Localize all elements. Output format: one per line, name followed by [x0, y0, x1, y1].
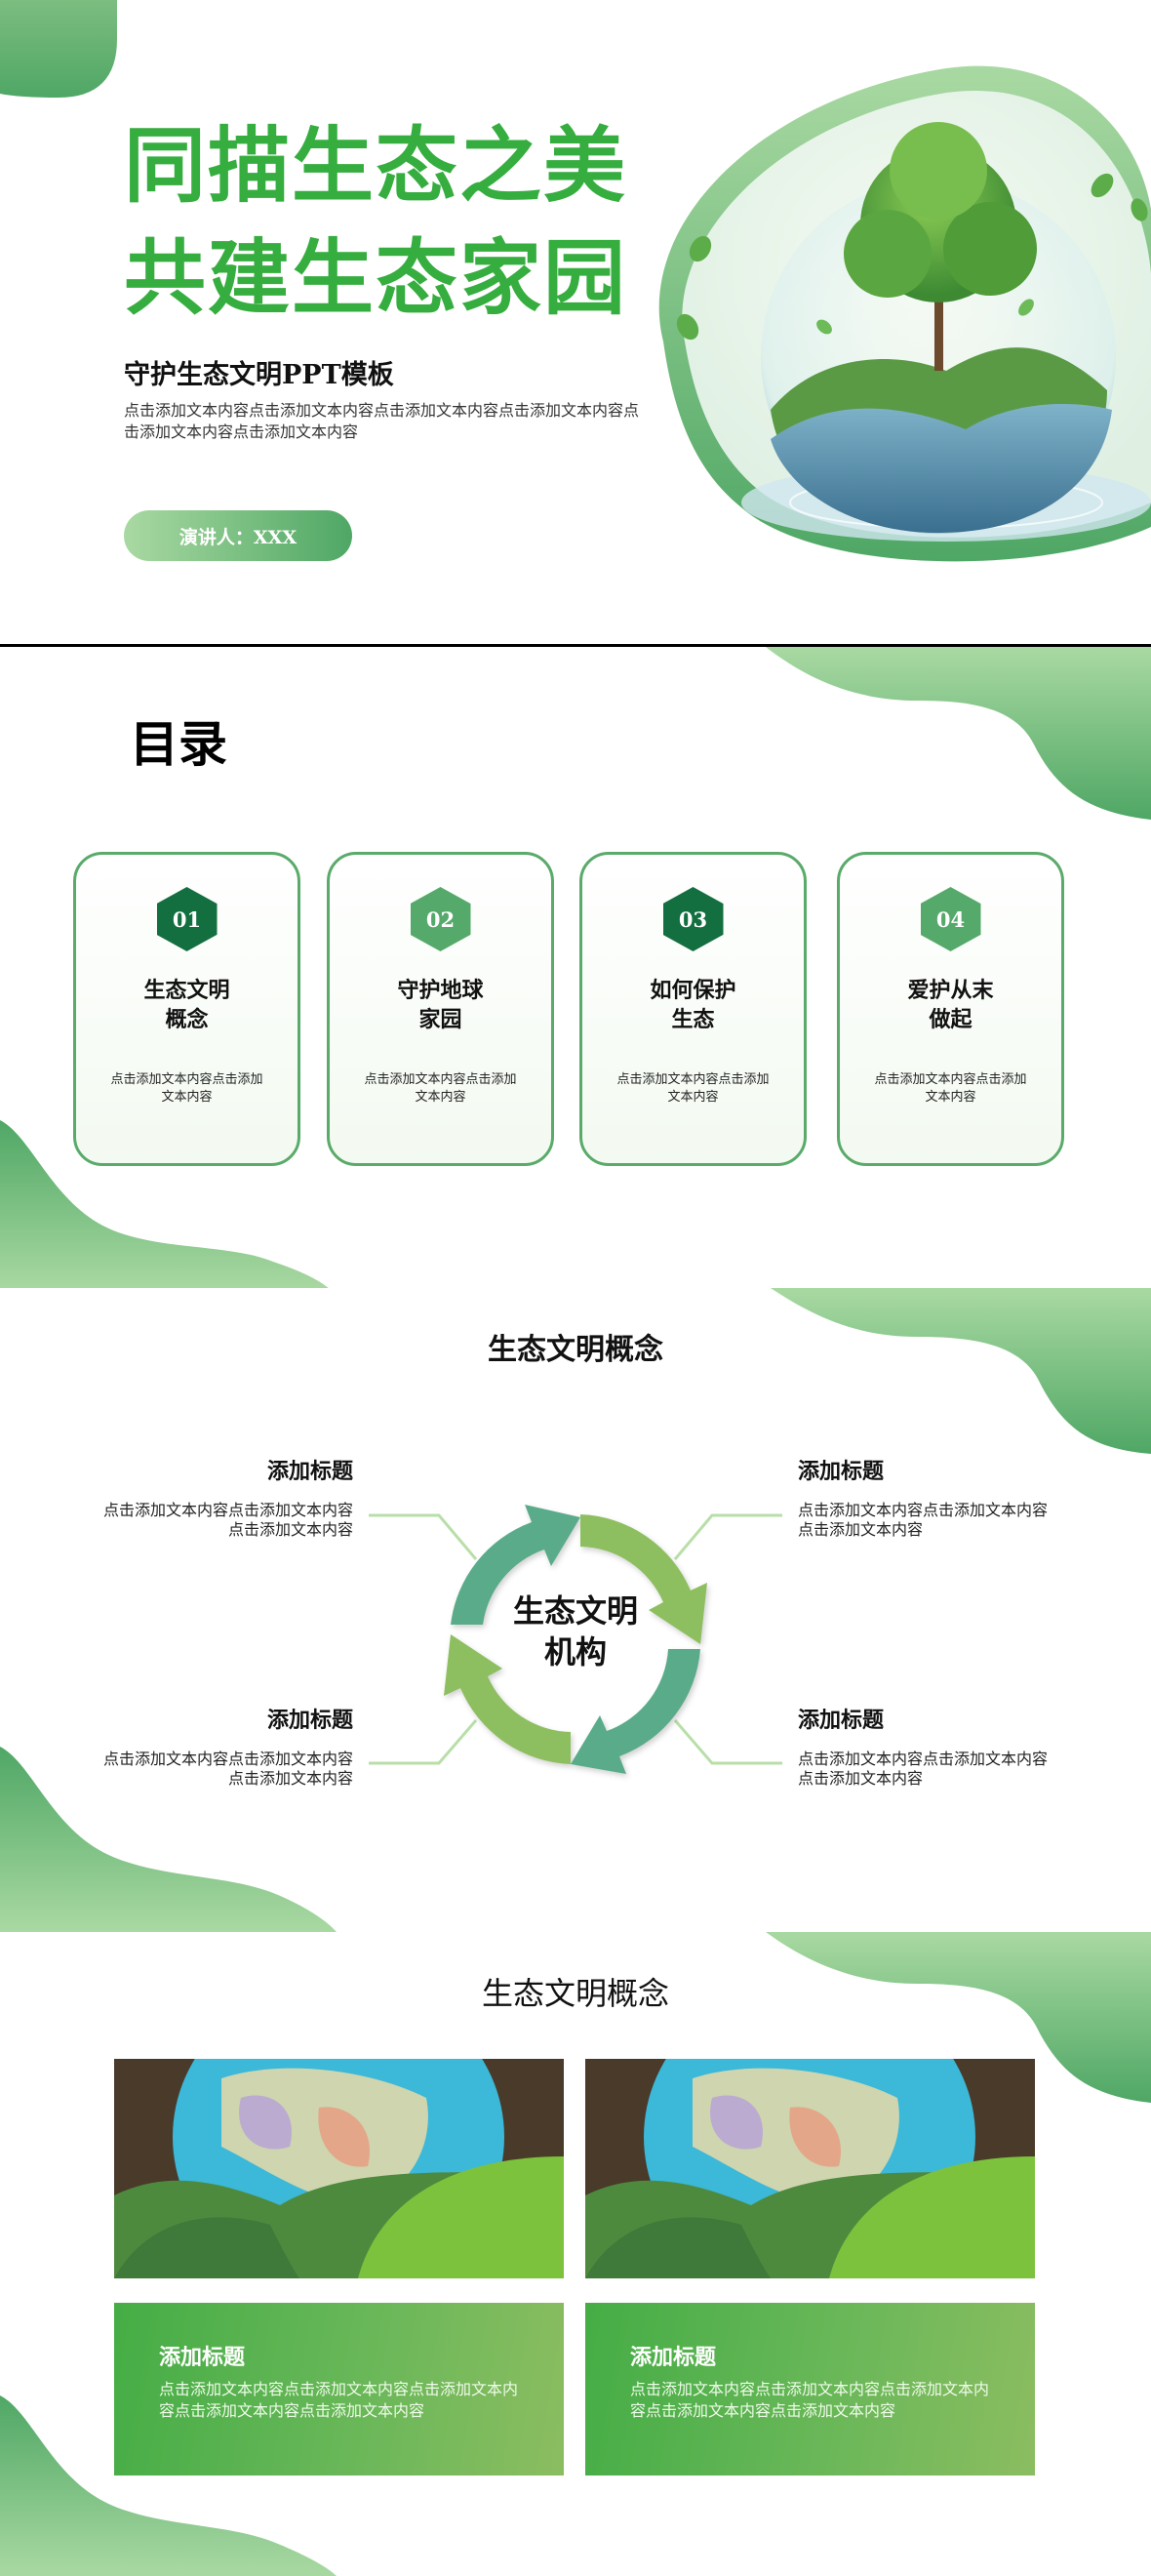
wave-blob-decoration — [0, 1288, 1151, 1932]
slide-table-of-contents: 目录 01 生态文明 概念 点击添加文本内容点击添加文本内容 02 守护地球 家… — [0, 644, 1151, 1288]
cycle-center-line2: 机构 — [543, 1633, 607, 1670]
point-heading-top-right: 添加标题 — [798, 1460, 885, 1484]
point-heading-top-left: 添加标题 — [266, 1460, 353, 1484]
toc-item-name: 守护地球 家园 — [330, 977, 551, 1035]
number-hexagon-badge: 01 — [156, 887, 218, 951]
point-body-top-right: 点击添加文本内容点击添加文本内容点击添加文本内容 — [798, 1501, 1049, 1539]
toc-item-name: 如何保护 生态 — [582, 977, 804, 1035]
point-body-bottom-left: 点击添加文本内容点击添加文本内容点击添加文本内容 — [102, 1750, 353, 1788]
number-hexagon-badge: 02 — [410, 887, 471, 951]
toc-title: 目录 — [130, 715, 227, 773]
toc-item-name-line1: 生态文明 — [143, 979, 230, 1003]
toc-item-name: 爱护从末 做起 — [840, 977, 1061, 1035]
toc-card-03[interactable]: 03 如何保护 生态 点击添加文本内容点击添加文本内容 — [579, 852, 807, 1166]
point-body-top-left: 点击添加文本内容点击添加文本内容点击添加文本内容 — [102, 1501, 353, 1539]
toc-card-04[interactable]: 04 爱护从末 做起 点击添加文本内容点击添加文本内容 — [837, 852, 1064, 1166]
cover-title-line2: 共建生态家园 — [124, 229, 628, 326]
globe-plants-photo-2 — [585, 2059, 1035, 2278]
point-heading-bottom-left: 添加标题 — [266, 1709, 353, 1733]
toc-card-02[interactable]: 02 守护地球 家园 点击添加文本内容点击添加文本内容 — [327, 852, 554, 1166]
toc-item-desc: 点击添加文本内容点击添加文本内容 — [874, 1072, 1027, 1105]
point-heading-bottom-right: 添加标题 — [798, 1709, 885, 1733]
cover-subtitle: 守护生态文明PPT模板 — [124, 360, 394, 390]
slide-title: 生态文明概念 — [488, 1333, 663, 1367]
cover-description: 点击添加文本内容点击添加文本内容点击添加文本内容点击添加文本内容点击添加文本内容… — [124, 401, 640, 441]
toc-item-name-line1: 如何保护 — [650, 979, 736, 1003]
cycle-center-line1: 生态文明 — [512, 1592, 638, 1630]
info-card-1: 添加标题 点击添加文本内容点击添加文本内容点击添加文本内容点击添加文本内容点击添… — [114, 2303, 564, 2475]
toc-item-name-line2: 生态 — [671, 1008, 715, 1032]
cover-title-line1: 同描生态之美 — [124, 117, 628, 214]
info-card-heading: 添加标题 — [159, 2346, 246, 2370]
number-hexagon-badge: 03 — [662, 887, 724, 951]
toc-item-name: 生态文明 概念 — [76, 977, 298, 1035]
toc-item-name-line2: 做起 — [929, 1008, 972, 1032]
wave-blob-decoration — [0, 647, 1151, 1288]
toc-item-name-line1: 爱护从末 — [907, 979, 994, 1003]
info-card-2: 添加标题 点击添加文本内容点击添加文本内容点击添加文本内容点击添加文本内容点击添… — [585, 2303, 1035, 2475]
slide-cycle-diagram: 生态文明概念 生态文明 机构 添加标题 点击添加文本内容点击添加文本内容点击添加… — [0, 1288, 1151, 1932]
corner-blob-decoration — [0, 0, 117, 98]
toc-item-name-line2: 概念 — [165, 1008, 209, 1032]
point-body-bottom-right: 点击添加文本内容点击添加文本内容点击添加文本内容 — [798, 1750, 1049, 1788]
connector-lines — [369, 1513, 782, 1765]
toc-item-desc: 点击添加文本内容点击添加文本内容 — [364, 1072, 517, 1105]
toc-item-name-line1: 守护地球 — [397, 979, 484, 1003]
wave-blob-decoration — [0, 1932, 1151, 2576]
slide-title: 生态文明概念 — [481, 1975, 669, 2012]
slide-photo-cards: 生态文明概念 添加标题 点击添加文本内容点击添加文本内容点击添加文本内容点击添加… — [0, 1932, 1151, 2576]
info-card-body: 点击添加文本内容点击添加文本内容点击添加文本内容点击添加文本内容点击添加文本内容 — [159, 2380, 519, 2420]
info-card-body: 点击添加文本内容点击添加文本内容点击添加文本内容点击添加文本内容点击添加文本内容 — [630, 2380, 990, 2420]
cycle-center-label: 生态文明 机构 — [478, 1590, 673, 1672]
number-hexagon-badge: 04 — [920, 887, 981, 951]
globe-plants-photo-1 — [114, 2059, 564, 2278]
info-card-heading: 添加标题 — [630, 2346, 717, 2370]
slide-cover: 同描生态之美 共建生态家园 守护生态文明PPT模板 点击添加文本内容点击添加文本… — [0, 0, 1151, 644]
cycle-arrows-diagram — [444, 1505, 707, 1774]
toc-item-desc: 点击添加文本内容点击添加文本内容 — [616, 1072, 770, 1105]
toc-item-desc: 点击添加文本内容点击添加文本内容 — [110, 1072, 263, 1105]
toc-card-01[interactable]: 01 生态文明 概念 点击添加文本内容点击添加文本内容 — [73, 852, 300, 1166]
presenter-button[interactable]: 演讲人：XXX — [124, 510, 352, 561]
toc-item-name-line2: 家园 — [418, 1008, 462, 1032]
hero-tree-globe-image — [658, 65, 1151, 562]
